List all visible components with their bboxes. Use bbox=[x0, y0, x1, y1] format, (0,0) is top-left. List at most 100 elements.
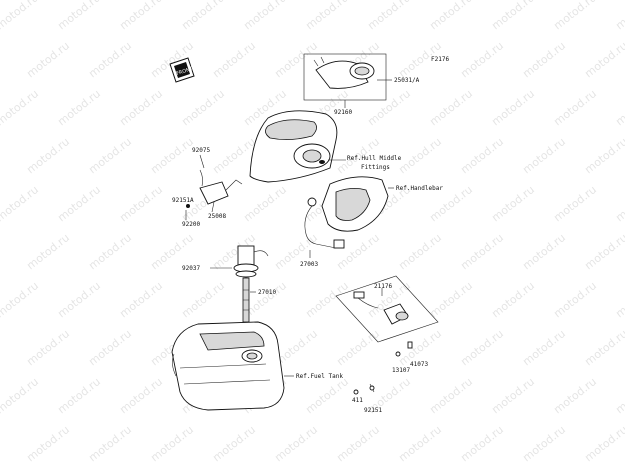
watermark-text: motod.ru bbox=[489, 183, 537, 224]
watermark-text: motod.ru bbox=[179, 279, 227, 320]
label-92151a: 92151A bbox=[172, 197, 194, 204]
watermark-text: motod.ru bbox=[210, 423, 258, 464]
watermark-text: motod.ru bbox=[396, 231, 444, 272]
watermark-text: motod.ru bbox=[303, 0, 351, 32]
label-41073: 41073 bbox=[410, 361, 428, 368]
label-25008: 25008 bbox=[208, 213, 226, 220]
watermark-text: motod.ru bbox=[582, 135, 625, 176]
watermark-text: motod.ru bbox=[458, 135, 506, 176]
watermark-text: motod.ru bbox=[489, 279, 537, 320]
meter-assembly bbox=[303, 53, 392, 101]
watermark-text: motod.ru bbox=[24, 135, 72, 176]
watermark-text: motod.ru bbox=[427, 279, 475, 320]
watermark-text: motod.ru bbox=[458, 231, 506, 272]
watermark-text: motod.ru bbox=[551, 183, 599, 224]
watermark-text: motod.ru bbox=[179, 87, 227, 128]
watermark-text: motod.ru bbox=[613, 279, 625, 320]
watermark-text: motod.ru bbox=[427, 375, 475, 416]
watermark-text: motod.ru bbox=[86, 39, 134, 80]
watermark-text: motod.ru bbox=[55, 183, 103, 224]
label-92200: 92200 bbox=[182, 221, 200, 228]
watermark-text: motod.ru bbox=[0, 87, 41, 128]
watermark-text: motod.ru bbox=[24, 231, 72, 272]
watermark-text: motod.ru bbox=[179, 0, 227, 32]
svg-text:FRONT: FRONT bbox=[176, 66, 195, 77]
watermark-text: motod.ru bbox=[334, 231, 382, 272]
watermark-text: motod.ru bbox=[520, 423, 568, 464]
label-25031a: 25031/A bbox=[394, 77, 420, 84]
watermark-text: motod.ru bbox=[272, 423, 320, 464]
watermark-text: motod.ru bbox=[148, 423, 196, 464]
watermark-text: motod.ru bbox=[241, 183, 289, 224]
sender-25008 bbox=[186, 169, 243, 208]
fuel-tank bbox=[171, 321, 285, 411]
watermark-text: motod.ru bbox=[458, 423, 506, 464]
watermark-text: motod.ru bbox=[24, 327, 72, 368]
watermark-text: motod.ru bbox=[582, 327, 625, 368]
watermark-text: motod.ru bbox=[86, 327, 134, 368]
label-92160: 92160 bbox=[334, 109, 352, 116]
watermark-text: motod.ru bbox=[458, 39, 506, 80]
label-hull-middle: Ref.Hull Middle bbox=[347, 155, 402, 162]
watermark-text: motod.ru bbox=[613, 0, 625, 32]
watermark-text: motod.ru bbox=[0, 183, 41, 224]
watermark-text: motod.ru bbox=[551, 87, 599, 128]
hull-middle-fitting bbox=[249, 110, 338, 183]
watermark-text: motod.ru bbox=[117, 375, 165, 416]
bolt-92151 bbox=[369, 383, 375, 393]
watermark-text: motod.ru bbox=[272, 39, 320, 80]
front-arrow-icon: FRONT bbox=[169, 57, 195, 83]
label-92075: 92075 bbox=[192, 147, 210, 154]
watermark-text: motod.ru bbox=[489, 87, 537, 128]
watermark-text: motod.ru bbox=[427, 87, 475, 128]
watermark-text: motod.ru bbox=[86, 423, 134, 464]
watermark-text: motod.ru bbox=[303, 279, 351, 320]
watermark-text: motod.ru bbox=[117, 0, 165, 32]
watermark-text: motod.ru bbox=[55, 0, 103, 32]
watermark-text: motod.ru bbox=[489, 0, 537, 32]
watermark-text: motod.ru bbox=[55, 87, 103, 128]
watermark-text: motod.ru bbox=[551, 375, 599, 416]
switch-assembly bbox=[335, 275, 439, 357]
label-fittings: Fittings bbox=[361, 164, 390, 171]
watermark-text: motod.ru bbox=[334, 327, 382, 368]
watermark-text: motod.ru bbox=[396, 423, 444, 464]
watermark-text: motod.ru bbox=[210, 39, 258, 80]
label-27010: 27010 bbox=[258, 289, 276, 296]
watermark-text: motod.ru bbox=[117, 183, 165, 224]
watermark-text: motod.ru bbox=[86, 135, 134, 176]
watermark-text: motod.ru bbox=[365, 0, 413, 32]
watermark-text: motod.ru bbox=[303, 375, 351, 416]
watermark-text: motod.ru bbox=[24, 423, 72, 464]
watermark-text: motod.ru bbox=[365, 87, 413, 128]
watermark-text: motod.ru bbox=[0, 279, 41, 320]
handlebar-cover bbox=[304, 176, 389, 249]
watermark-text: motod.ru bbox=[24, 39, 72, 80]
label-handlebar: Ref.Handlebar bbox=[396, 185, 443, 192]
watermark-text: motod.ru bbox=[613, 183, 625, 224]
watermark-text: motod.ru bbox=[86, 231, 134, 272]
watermark-text: motod.ru bbox=[55, 375, 103, 416]
watermark-text: motod.ru bbox=[0, 375, 41, 416]
watermark-text: motod.ru bbox=[520, 231, 568, 272]
watermark-text: motod.ru bbox=[0, 0, 41, 32]
watermark-text: motod.ru bbox=[520, 39, 568, 80]
label-411: 411 bbox=[352, 397, 363, 404]
watermark-text: motod.ru bbox=[520, 135, 568, 176]
watermark-text: motod.ru bbox=[148, 135, 196, 176]
watermark-text: motod.ru bbox=[396, 135, 444, 176]
watermark-text: motod.ru bbox=[241, 0, 289, 32]
label-27003: 27003 bbox=[300, 261, 318, 268]
watermark-text: motod.ru bbox=[582, 423, 625, 464]
watermark-text: motod.ru bbox=[582, 231, 625, 272]
watermark-text: motod.ru bbox=[55, 279, 103, 320]
label-92151: 92151 bbox=[364, 407, 382, 414]
watermark-text: motod.ru bbox=[489, 375, 537, 416]
fuel-level-sender bbox=[233, 245, 269, 323]
watermark-text: motod.ru bbox=[520, 327, 568, 368]
watermark-text: motod.ru bbox=[334, 423, 382, 464]
bolt-411 bbox=[353, 389, 359, 395]
